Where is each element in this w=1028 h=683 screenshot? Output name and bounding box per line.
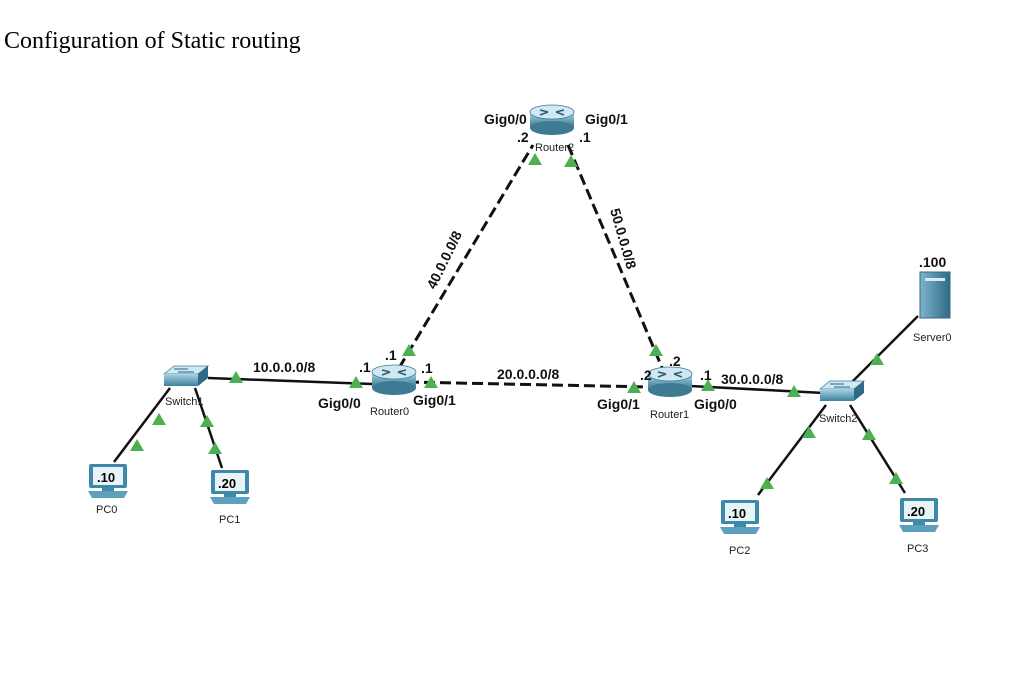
pc2[interactable]: .10 PC2 xyxy=(720,500,760,557)
router0-label: Router0 xyxy=(370,406,409,418)
pc0-ip: .10 xyxy=(97,470,115,485)
pc3[interactable]: .20 PC3 xyxy=(899,498,939,555)
router2-ip-left: .2 xyxy=(517,129,529,145)
network-label-20: 20.0.0.0/8 xyxy=(497,366,559,382)
pc1[interactable]: .20 PC1 xyxy=(210,470,250,526)
network-label-10: 10.0.0.0/8 xyxy=(253,359,315,375)
router1-ip-left: .2 xyxy=(640,367,652,383)
router0-ip-left: .1 xyxy=(359,359,371,375)
link-status-indicators xyxy=(130,153,903,489)
router1-label: Router1 xyxy=(650,409,689,421)
router1-port-gig0-0: Gig0/0 xyxy=(694,396,737,412)
link-switch1-pc0 xyxy=(113,387,171,463)
link-router0-router2 xyxy=(397,144,535,369)
router2[interactable]: Router2 xyxy=(529,104,575,154)
router1-port-gig0-1: Gig0/1 xyxy=(597,396,640,412)
link-router2-router1 xyxy=(566,144,665,371)
pc3-label: PC3 xyxy=(907,543,928,555)
pc2-ip: .10 xyxy=(728,506,746,521)
switch2[interactable]: Switch2 xyxy=(819,380,865,425)
switch2-label: Switch2 xyxy=(819,413,858,425)
router2-port-gig0-1: Gig0/1 xyxy=(585,111,628,127)
page-title: Configuration of Static routing xyxy=(4,28,301,54)
pc0-label: PC0 xyxy=(96,504,117,516)
server0-label: Server0 xyxy=(913,332,952,344)
switch1-label: Switch1 xyxy=(165,396,204,408)
network-label-30: 30.0.0.0/8 xyxy=(721,371,783,387)
router2-label: Router2 xyxy=(535,142,574,154)
pc3-ip: .20 xyxy=(907,504,925,519)
server0-ip: .100 xyxy=(919,254,946,270)
pc1-label: PC1 xyxy=(219,514,240,526)
link-switch2-server0 xyxy=(851,315,919,383)
router0-port-gig0-0: Gig0/0 xyxy=(318,395,361,411)
link-switch2-pc2 xyxy=(757,404,827,496)
link-router0-router1 xyxy=(407,380,651,389)
network-label-50: 50.0.0.0/8 xyxy=(607,206,640,270)
router1-ip-right: .1 xyxy=(700,367,712,383)
router1[interactable]: Router1 xyxy=(647,366,693,421)
network-label-40: 40.0.0.0/8 xyxy=(423,228,465,291)
router0[interactable]: Router0 xyxy=(370,364,417,418)
pc1-ip: .20 xyxy=(218,476,236,491)
server0[interactable]: Server0 xyxy=(913,271,952,344)
router2-ip-right: .1 xyxy=(579,129,591,145)
switch1[interactable]: Switch1 xyxy=(163,365,209,408)
pc2-label: PC2 xyxy=(729,545,750,557)
router1-ip-up: .2 xyxy=(669,353,681,369)
link-switch1-pc1 xyxy=(193,387,224,469)
router2-port-gig0-0: Gig0/0 xyxy=(484,111,527,127)
router0-ip-up: .1 xyxy=(385,347,397,363)
router0-port-gig0-1: Gig0/1 xyxy=(413,392,456,408)
router0-ip-right: .1 xyxy=(421,360,433,376)
pc0[interactable]: .10 PC0 xyxy=(88,464,128,516)
